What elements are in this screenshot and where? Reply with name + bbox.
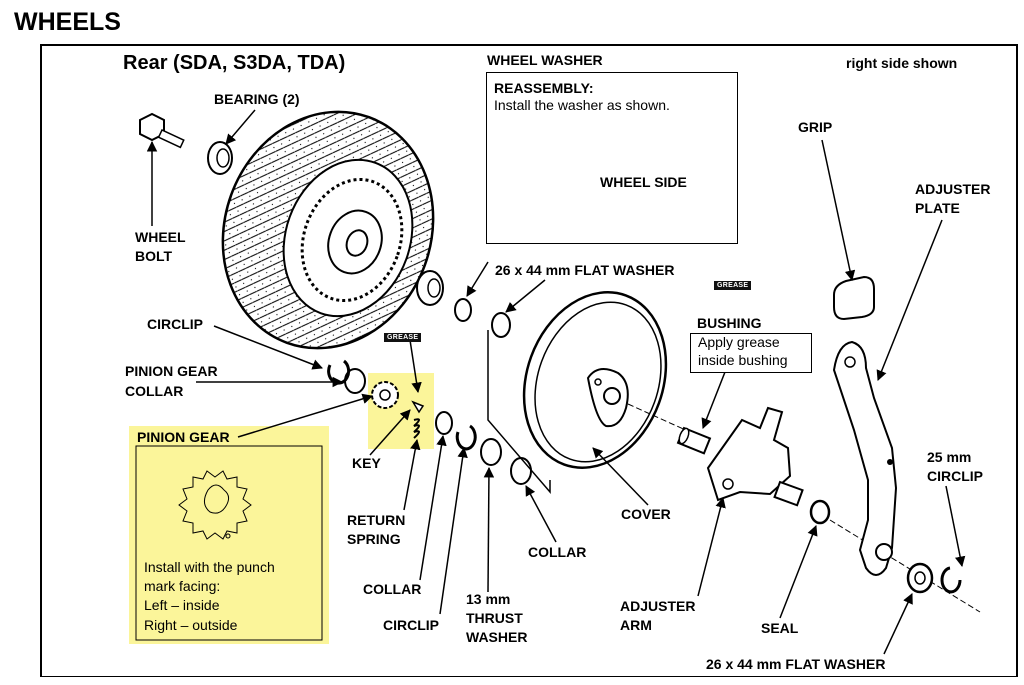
label-key: KEY: [352, 455, 381, 471]
label-grip: GRIP: [798, 119, 833, 135]
collar-left-part: [435, 411, 453, 435]
diagram-frame-right: [1016, 44, 1018, 676]
label-wheel-side: WHEEL SIDE: [600, 174, 687, 190]
reassembly-text: Install the washer as shown.: [494, 97, 670, 113]
thrust-washer-part: [480, 438, 502, 466]
label-adjuster-plate-1: ADJUSTER: [915, 181, 991, 197]
pinion-gear-highlight: [129, 426, 329, 644]
label-wheel-bolt-2: BOLT: [135, 248, 173, 264]
circlip-top-part: [327, 359, 351, 385]
pinion-note-line4: Right – outside: [144, 617, 238, 633]
pinion-note-line3: Left – inside: [144, 597, 220, 613]
label-collar-mid: COLLAR: [528, 544, 587, 560]
label-collar-left: COLLAR: [363, 581, 422, 597]
diagram-frame: [40, 44, 1018, 676]
pinion-gear-part: [371, 381, 399, 409]
pinion-note-box: [135, 445, 323, 641]
label-flat-washer-top: 26 x 44 mm FLAT WASHER: [495, 262, 675, 278]
return-spring-part: [413, 418, 420, 439]
adjuster-arm-part: [706, 406, 804, 507]
grease-tag-lower: GREASE: [384, 333, 422, 342]
bottom-rule: [40, 676, 1018, 677]
label-return-spring-1: RETURN: [347, 512, 406, 528]
pinion-note-line1: Install with the punch: [144, 559, 275, 575]
bushing-note-1: Apply grease: [698, 334, 780, 350]
subtitle: Rear (SDA, S3DA, TDA): [123, 52, 346, 74]
pinion-gear-illustration: [178, 470, 252, 540]
label-flat-washer-bottom: 26 x 44 mm FLAT WASHER: [706, 656, 886, 672]
label-pinion-collar-1: PINION GEAR: [125, 363, 218, 379]
label-wheel-bolt-1: WHEEL: [135, 229, 186, 245]
adjuster-plate-part: [832, 340, 898, 576]
label-adjuster-arm-2: ARM: [620, 617, 652, 633]
label-thrust-3: WASHER: [466, 629, 528, 645]
label-circlip-top: CIRCLIP: [147, 316, 203, 332]
bearing-right: [416, 270, 444, 306]
label-wheel-washer: WHEEL WASHER: [487, 52, 603, 68]
pinion-note-line2: mark facing:: [144, 578, 221, 594]
reassembly-box: [486, 72, 738, 244]
label-return-spring-2: SPRING: [347, 531, 401, 547]
cover-part: [522, 291, 691, 469]
collar-mid-part: [510, 457, 532, 485]
bushing-note-box: [690, 333, 812, 373]
label-bushing: BUSHING: [697, 315, 762, 331]
wheel: [221, 110, 435, 350]
flat-washer-top-part: [491, 312, 511, 338]
label-thrust-2: THRUST: [466, 610, 523, 626]
label-bearing: BEARING (2): [214, 91, 300, 107]
key-part: [411, 400, 425, 414]
label-adjuster-plate-2: PLATE: [915, 200, 960, 216]
label-pinion-gear: PINION GEAR: [137, 429, 230, 445]
side-note: right side shown: [846, 55, 958, 71]
label-circlip-bottom: CIRCLIP: [383, 617, 439, 633]
wheel-washer-part: [454, 298, 472, 322]
page-title: WHEELS: [14, 8, 121, 36]
circlip-25-part: [940, 566, 962, 594]
label-thrust-1: 13 mm: [466, 591, 511, 607]
label-reassembly: REASSEMBLY:: [494, 80, 594, 96]
label-seal: SEAL: [761, 620, 799, 636]
label-pinion-collar-2: COLLAR: [125, 383, 184, 399]
grip-part: [833, 275, 875, 321]
bearing-left: [207, 141, 233, 175]
grease-tag-upper: GREASE: [714, 281, 752, 290]
seal-part: [809, 499, 831, 525]
label-circlip-25-1: 25 mm: [927, 449, 972, 465]
bushing-note-2: inside bushing: [698, 352, 788, 368]
label-adjuster-arm-1: ADJUSTER: [620, 598, 696, 614]
label-circlip-25-2: CIRCLIP: [927, 468, 983, 484]
label-cover: COVER: [621, 506, 671, 522]
wheel-bolt: [139, 112, 185, 149]
circlip-bottom-part: [455, 424, 477, 451]
bushing-part: [676, 426, 712, 455]
